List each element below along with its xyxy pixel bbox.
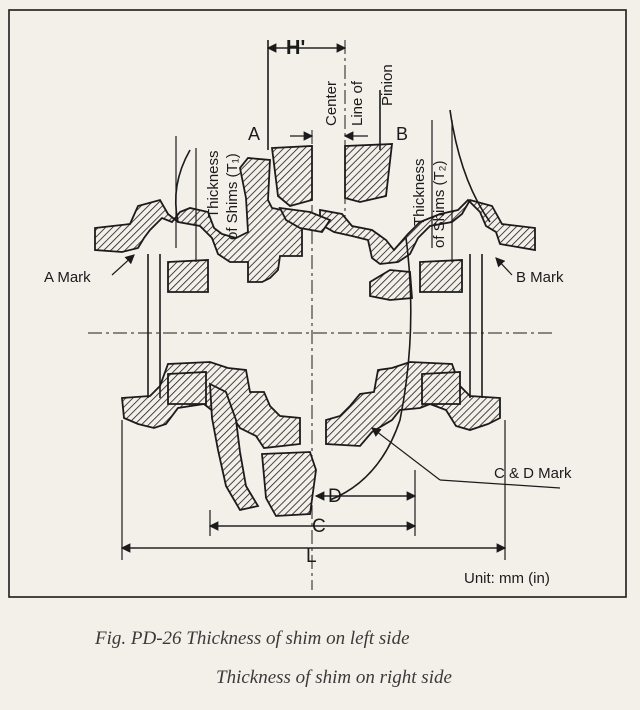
l-label: L xyxy=(306,546,317,567)
right-lower-housing xyxy=(325,361,501,447)
ring-gear xyxy=(261,451,317,517)
center-line-label: Center Line of Pinion xyxy=(323,64,396,126)
figure-caption-line-2: Thickness of shim on right side xyxy=(216,667,452,688)
dimension-lines xyxy=(111,43,561,560)
shims-t2-line-2: of Shims (T₂) xyxy=(431,161,448,249)
shims-t2-line-1: Thickness xyxy=(411,158,428,226)
pinion-gear xyxy=(270,143,394,233)
a-label: A xyxy=(248,124,260,144)
center-lines xyxy=(88,40,555,590)
figure-frame xyxy=(8,9,627,598)
figure-caption-line-1: Fig. PD-26 Thickness of shim on left sid… xyxy=(95,628,410,649)
center-line-word-1: Center xyxy=(323,81,340,126)
shims-t1-line-2: of Shims (T₁) xyxy=(224,153,241,240)
left-upper-housing xyxy=(94,157,303,293)
shims-t2-label: Thickness of Shims (T₂) xyxy=(411,158,448,248)
center-line-word-3: Pinion xyxy=(379,64,396,106)
unit-label: Unit: mm (in) xyxy=(464,570,550,587)
c-label: C xyxy=(312,516,326,537)
b-label: B xyxy=(396,124,408,144)
b-mark-label: B Mark xyxy=(516,269,564,286)
d-label: D xyxy=(328,486,342,507)
center-line-word-2: Line of xyxy=(349,80,366,126)
cd-mark-label: C & D Mark xyxy=(494,465,572,482)
h-prime-label: H' xyxy=(286,37,305,59)
a-mark-label: A Mark xyxy=(44,269,91,286)
outline-lines xyxy=(147,40,491,501)
right-upper-housing xyxy=(319,198,536,301)
shims-t1-line-1: Thickness xyxy=(205,150,222,218)
shims-t1-label: Thickness of Shims (T₁) xyxy=(205,150,241,240)
left-lower-housing xyxy=(121,361,301,512)
